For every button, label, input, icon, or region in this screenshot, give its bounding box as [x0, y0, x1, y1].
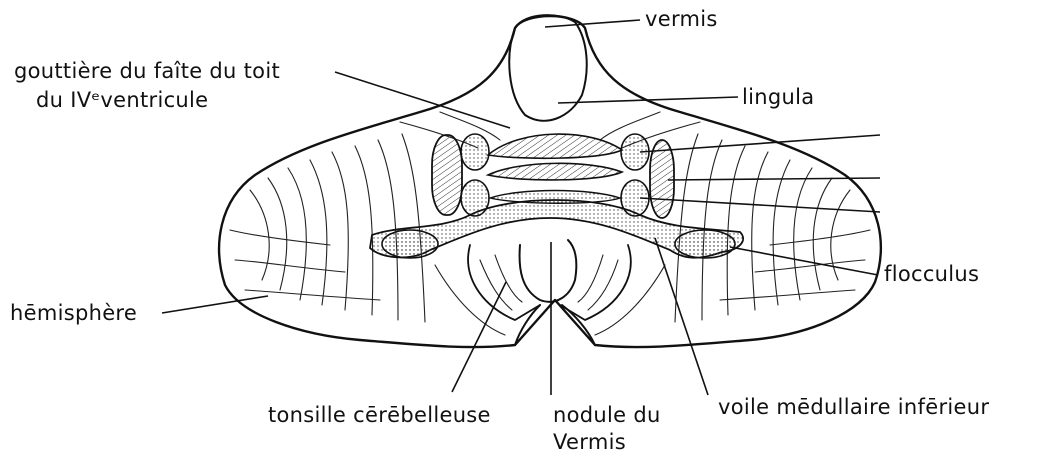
label-tonsille: tonsille cērēbelleuse	[268, 403, 491, 428]
label-flocculus: flocculus	[884, 262, 979, 287]
label-voile: voile mēdullaire infērieur	[718, 395, 989, 420]
leader-vermis	[545, 20, 640, 27]
vermis-shape	[509, 15, 586, 121]
label-gouttiere-line1: gouttière du faîte du toit	[14, 59, 280, 84]
label-nodule-line2: Vermis	[553, 430, 626, 455]
left-folia	[230, 112, 500, 322]
label-lingula: lingula	[742, 85, 814, 110]
label-vermis: vermis	[645, 7, 718, 32]
leader-tonsille	[452, 282, 506, 392]
left-peduncles	[432, 134, 489, 216]
tonsil-right-shape	[560, 245, 631, 320]
right-peduncles	[621, 134, 674, 218]
tonsil-left-shape	[468, 245, 540, 320]
velum-flocculus-band	[370, 200, 743, 258]
leader-lingula	[558, 97, 738, 103]
leader-voile	[655, 238, 708, 395]
label-nodule-line1: nodule du	[553, 403, 661, 428]
label-gouttiere-line2: du IVᵉventricule	[36, 88, 208, 113]
nodule-vermis-shape	[520, 240, 577, 302]
leader-flocculus-3	[640, 198, 880, 212]
ventricle-roof	[488, 134, 622, 203]
leader-flocculus-2	[668, 178, 880, 180]
label-hemisphere: hēmisphère	[10, 301, 137, 326]
